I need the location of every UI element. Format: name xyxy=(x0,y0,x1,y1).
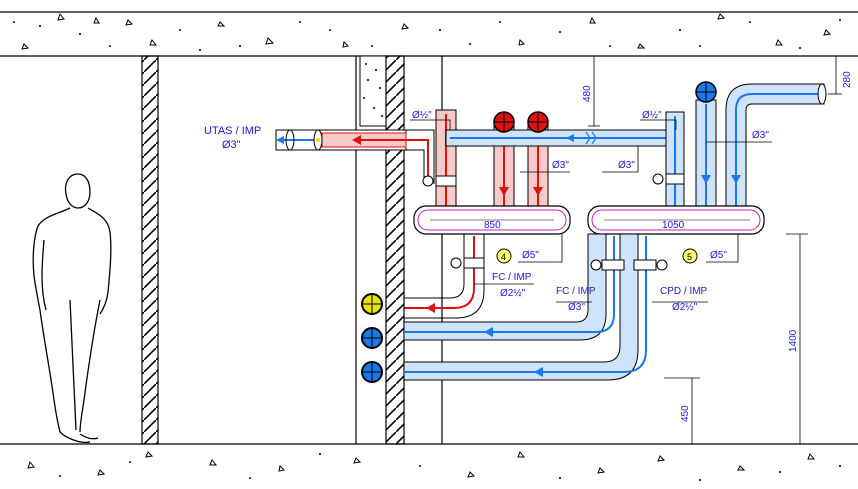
ceiling-dots xyxy=(13,19,841,51)
dim-450-label: 450 xyxy=(680,405,691,422)
dim-280-label: 280 xyxy=(842,71,853,88)
marker-4-text: 4 xyxy=(501,252,506,262)
cpd-imp-label: CPD / IMP xyxy=(660,286,708,297)
d-5-left-label: Ø5" xyxy=(522,250,539,261)
leader-lines xyxy=(410,119,772,303)
d-3-red-label: Ø3" xyxy=(552,160,569,171)
manifold-5 xyxy=(587,205,765,235)
dim-280 xyxy=(828,56,842,95)
d-5-right-label: Ø5" xyxy=(710,250,727,261)
cold-risers-right xyxy=(695,83,827,215)
fc-imp-1-label: FC / IMP xyxy=(492,272,532,283)
fc-imp-2-size-label: Ø3" xyxy=(568,302,585,313)
fc-imp-1-size-label: Ø2½" xyxy=(500,288,526,299)
manifold-4-width: 850 xyxy=(484,220,501,231)
d-half-left-label: Ø½" xyxy=(412,110,432,121)
manifold-4 xyxy=(413,205,571,235)
wall-fill-concrete xyxy=(359,55,387,127)
cold-riser-left xyxy=(665,111,685,215)
d-half-right-label: Ø½" xyxy=(642,110,662,121)
dim-480 xyxy=(588,56,600,127)
dim-1400 xyxy=(786,233,808,444)
cold-header-top xyxy=(445,129,677,147)
marker-4: 4 xyxy=(496,248,512,264)
dim-480-label: 480 xyxy=(582,85,593,102)
d-3-mid-label: Ø3" xyxy=(618,160,635,171)
floor-slab xyxy=(0,443,858,481)
utas-size-label: Ø3" xyxy=(222,139,241,151)
manifold-5-width: 1050 xyxy=(662,220,685,231)
blue-wall-valve-1-icon xyxy=(361,327,383,349)
fc-imp-1-pipe xyxy=(403,234,485,320)
cpd-imp-size-label: Ø2½" xyxy=(672,302,698,313)
utas-riser xyxy=(404,109,457,215)
marker-5-text: 5 xyxy=(687,252,692,262)
red-valve-2-icon xyxy=(527,111,549,133)
hatched-wall xyxy=(385,55,405,445)
red-valve-1-icon xyxy=(493,111,515,133)
left-column xyxy=(141,55,159,445)
human-silhouette xyxy=(32,173,112,444)
blue-wall-valve-2-icon xyxy=(361,361,383,383)
fc-imp-2-pipe xyxy=(403,233,615,341)
inline-valve-icon xyxy=(422,173,685,271)
utas-imp-label: UTAS / IMP xyxy=(204,125,261,137)
blue-valve-top-icon xyxy=(695,81,717,103)
fc-imp-2-label: FC / IMP xyxy=(556,286,596,297)
d-3-right-label: Ø3" xyxy=(752,130,769,141)
yellow-wall-valve-icon xyxy=(361,293,383,315)
marker-5: 5 xyxy=(682,248,698,264)
utas-pipe xyxy=(275,129,407,151)
dim-450 xyxy=(664,377,700,444)
ceiling-slab xyxy=(0,11,858,57)
cpd-imp-pipe xyxy=(403,233,647,381)
dim-1400-label: 1400 xyxy=(788,329,799,352)
